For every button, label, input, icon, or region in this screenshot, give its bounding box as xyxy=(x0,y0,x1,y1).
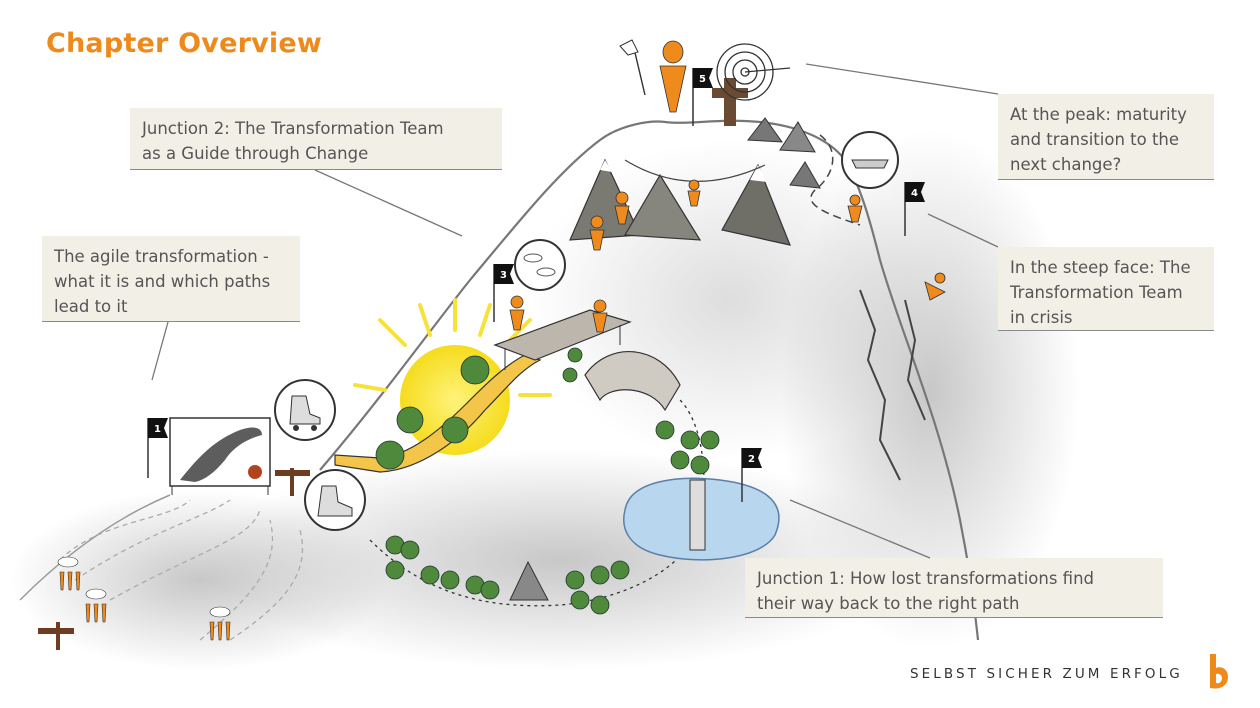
crampons-icon xyxy=(841,131,899,189)
flag-4: 4 xyxy=(904,182,925,236)
person-peak-1 xyxy=(589,215,605,251)
target-icon xyxy=(716,43,791,101)
footprints-icon xyxy=(514,239,566,291)
callout-junction-2: Junction 2: The Transformation Team as a… xyxy=(130,108,502,170)
summit-white-flag xyxy=(619,39,646,96)
signposts xyxy=(38,468,310,650)
lake xyxy=(623,477,780,561)
flag-5: 5 xyxy=(692,68,713,126)
winding-paths xyxy=(59,499,304,641)
flag-number: 2 xyxy=(748,454,755,465)
callout-peak: At the peak: maturity and transition to … xyxy=(998,94,1214,180)
hiking-boot-icon xyxy=(304,469,366,531)
tunnel xyxy=(584,351,681,412)
person-rope xyxy=(687,179,701,207)
signboard xyxy=(169,417,271,495)
person-table-1 xyxy=(509,295,525,331)
person-cliff-1 xyxy=(847,194,863,223)
flag-number: 5 xyxy=(699,74,706,85)
person-summit xyxy=(659,40,687,113)
left-ridge xyxy=(19,494,171,601)
page-title: Chapter Overview xyxy=(46,28,323,59)
flag-number: 3 xyxy=(500,270,507,281)
mountain-outline xyxy=(319,119,980,641)
trees xyxy=(375,347,720,615)
summit-cross xyxy=(712,78,748,126)
callout-steep-face: In the steep face: The Transformation Te… xyxy=(998,247,1214,331)
person-table-2 xyxy=(592,299,608,333)
callout-agile-transformation: The agile transformation - what it is an… xyxy=(42,236,300,322)
rollerskate-icon xyxy=(274,379,336,441)
flag-number: 1 xyxy=(154,424,161,435)
person-peak-2 xyxy=(614,191,630,225)
flag-1: 1 xyxy=(147,418,168,478)
brand-logo xyxy=(1210,654,1228,689)
flag-2: 2 xyxy=(741,448,762,502)
crowds xyxy=(57,556,231,641)
callout-junction-1: Junction 1: How lost transformations fin… xyxy=(745,558,1163,618)
flag-3: 3 xyxy=(493,264,514,322)
cliff-crack-lines xyxy=(859,289,926,481)
summit-trail xyxy=(810,134,861,226)
person-falling xyxy=(924,272,946,301)
flag-number: 4 xyxy=(911,188,918,199)
tagline: SELBST SICHER ZUM ERFOLG xyxy=(910,666,1183,682)
people xyxy=(509,40,946,333)
